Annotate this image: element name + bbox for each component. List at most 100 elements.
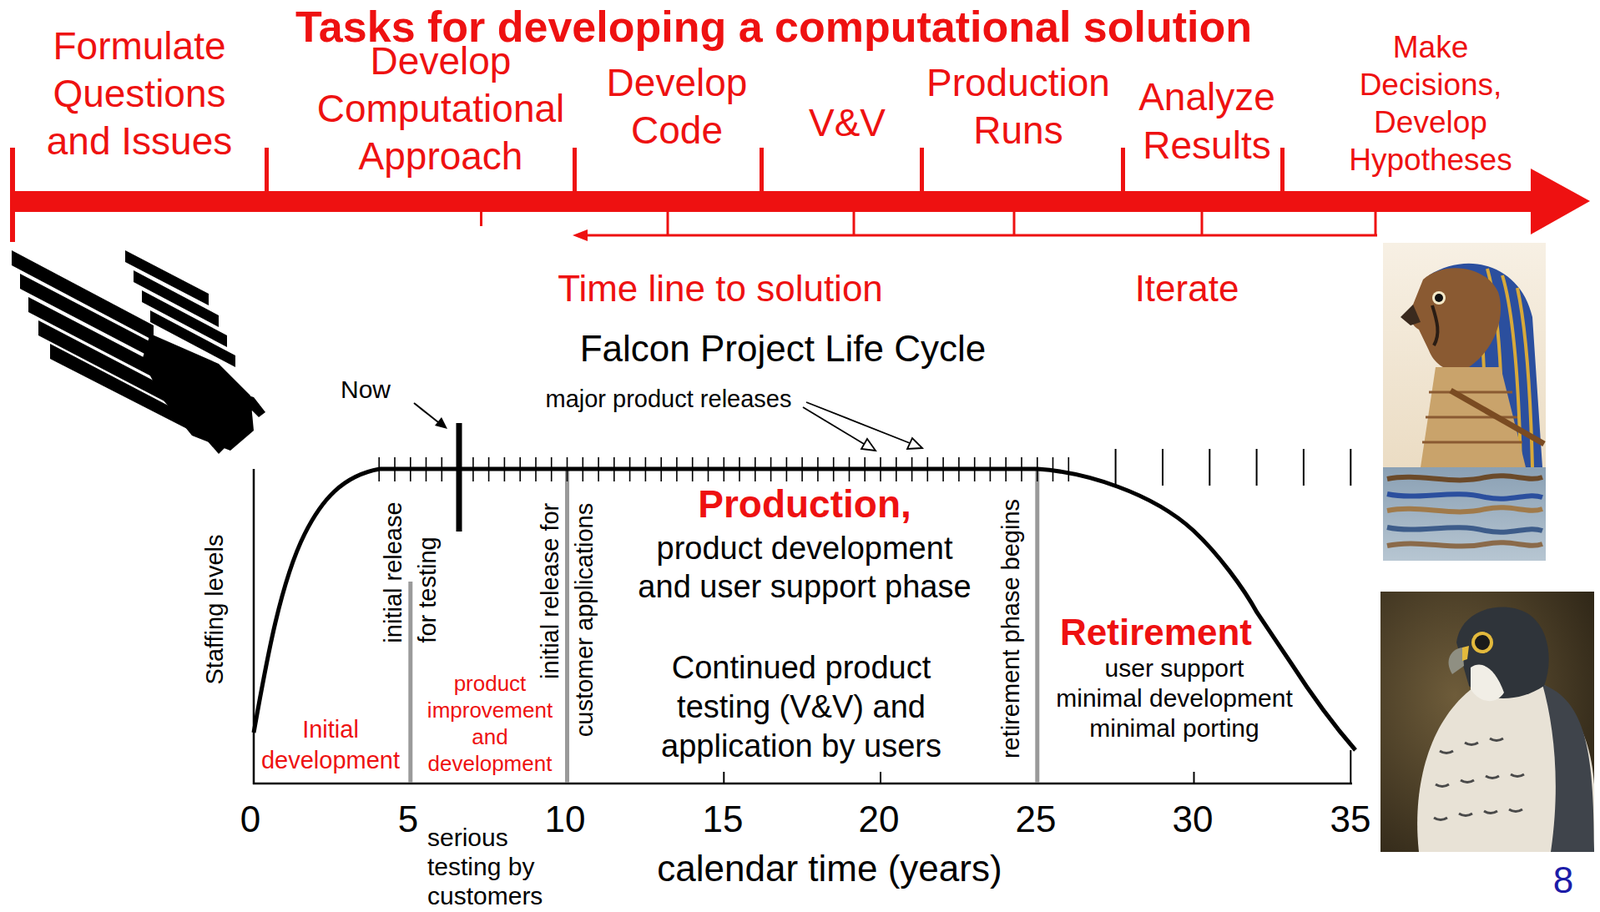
horus-illustration: [1387, 475, 1543, 480]
now-marker: [456, 423, 463, 532]
chart-axes: [1349, 750, 1352, 784]
release-leader: [907, 438, 923, 450]
falcon-photo: [1417, 675, 1595, 853]
falcon-photo: [1433, 817, 1448, 821]
chart-axes: [722, 772, 725, 784]
falcon-photo: [1439, 751, 1454, 754]
timeline-label: Time line to solution: [557, 266, 884, 311]
axis-number: 30: [1172, 797, 1214, 842]
iterate-tick: [1201, 211, 1204, 236]
task-label: V&V: [808, 100, 886, 147]
eagle-silhouette: [11, 250, 266, 455]
falcon-photo: [1510, 774, 1525, 778]
timeline-arrowhead: [1530, 168, 1590, 235]
falcon-photo: [1380, 591, 1595, 853]
iterate-tick: [666, 211, 670, 236]
eagle-silhouette: [206, 437, 228, 455]
release-leader: [806, 402, 910, 444]
horus-illustration: [1382, 242, 1546, 561]
iterate-arrow: [572, 211, 1378, 242]
axis-number: 15: [702, 797, 744, 842]
falcon-photo: [1464, 742, 1479, 746]
page-number: 8: [1553, 858, 1574, 903]
axis-number: 5: [398, 797, 419, 842]
phase-text: Initial development: [261, 714, 400, 777]
falcon-photo: [1470, 665, 1505, 702]
falcon-photo: [1473, 633, 1492, 652]
phase-divider: [565, 469, 570, 783]
chart-axes: [252, 469, 1353, 785]
chart-axes: [1193, 772, 1196, 784]
horus-illustration: [1387, 494, 1543, 500]
axis-number: 20: [858, 797, 900, 842]
timeline-tick: [479, 211, 483, 227]
timeline-tick: [572, 147, 577, 192]
timeline-tick: [10, 147, 16, 243]
horus-illustration: [1387, 542, 1543, 546]
horus-illustration: [1517, 287, 1533, 468]
falcon-photo: [1380, 591, 1595, 853]
phase-divider: [1034, 469, 1040, 783]
phase-heading: Production,: [697, 481, 912, 528]
phase-text: Continued product testing (V&V) and appl…: [661, 648, 942, 767]
axis-number: 0: [240, 797, 261, 842]
horus-illustration: [1428, 391, 1513, 394]
iterate-label: Iterate: [1135, 266, 1240, 311]
axis-number: 25: [1015, 797, 1057, 842]
horus-illustration: [1387, 507, 1543, 512]
milestone-label: initial release for testing: [376, 501, 445, 643]
horus-illustration: [1432, 305, 1438, 346]
release-leader: [861, 439, 876, 451]
iterate-tick: [852, 211, 856, 236]
task-label: Make Decisions, Develop Hypotheses: [1348, 28, 1512, 179]
falcon-photo: [1509, 809, 1523, 813]
axis-number: 35: [1330, 797, 1372, 842]
horus-illustration: [1387, 475, 1543, 546]
falcon-photo: [1458, 813, 1473, 817]
now-leader: [434, 417, 448, 430]
task-label: Develop Code: [606, 59, 748, 155]
falcon-photo: [1489, 738, 1504, 742]
timeline-bar: [12, 191, 1533, 212]
horus-illustration: [1420, 367, 1526, 468]
falcon-photo: [1462, 646, 1469, 662]
eagle-silhouette: [141, 333, 254, 451]
falcon-photo: [1448, 647, 1464, 675]
chart-axes: [252, 782, 1353, 786]
falcon-photo: [1485, 776, 1500, 779]
horus-illustration: [1409, 267, 1501, 371]
task-label: Production Runs: [926, 59, 1111, 155]
task-label: Formulate Questions and Issues: [46, 22, 233, 166]
falcon-photo: [1483, 811, 1498, 814]
horus-illustration: [1432, 291, 1446, 305]
horus-illustration: [1450, 390, 1545, 445]
task-label: Analyze Results: [1138, 72, 1276, 170]
timeline-tick: [919, 147, 924, 192]
horus-illustration: [1382, 242, 1546, 561]
falcon-photo: [1435, 784, 1449, 788]
milestone-label: retirement phase begins: [996, 498, 1026, 758]
axis-number: 10: [545, 797, 586, 842]
timeline-tick: [1120, 147, 1126, 192]
iterate-line: [584, 234, 1378, 238]
timeline-tick: [264, 147, 269, 192]
falcon-photo: [1542, 684, 1595, 853]
iterate-tick: [1013, 211, 1016, 236]
phase-text: product development and user support pha…: [637, 529, 971, 606]
phase-heading: Retirement: [1059, 610, 1252, 655]
now-leader: [413, 403, 439, 423]
eagle-silhouette: [237, 392, 266, 418]
horus-illustration: [1434, 293, 1444, 303]
axis-note: serious testing by customers: [427, 822, 543, 911]
axis-title: Staffing levels: [200, 534, 230, 685]
chart-axes: [879, 772, 882, 784]
horus-illustration: [1400, 304, 1421, 326]
chart-title: Falcon Project Life Cycle: [580, 326, 987, 371]
horus-illustration: [1382, 467, 1546, 561]
axis-title: calendar time (years): [656, 846, 1002, 891]
phase-text: user support minimal development minimal…: [1055, 653, 1293, 744]
timeline-tick: [1280, 147, 1285, 192]
task-label: Develop Computational Approach: [317, 37, 566, 181]
